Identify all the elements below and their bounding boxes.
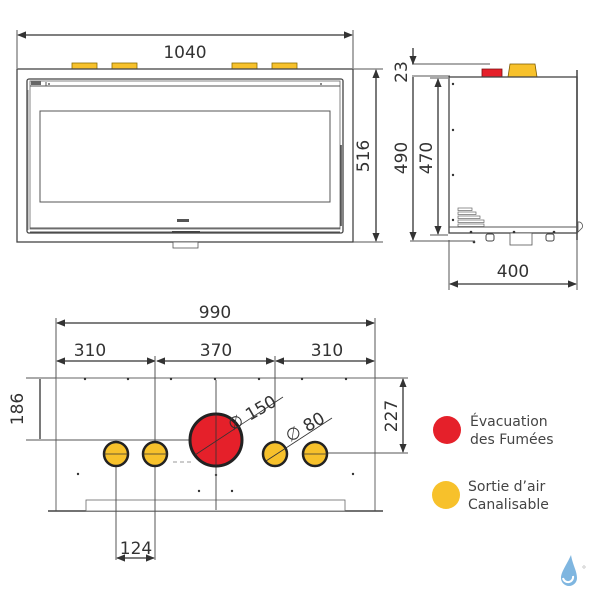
side-view: 23 490 470 [392,48,583,290]
air-outlet-top [231,62,258,70]
fireplace-glass [39,110,331,203]
legend-air-line2: Canalisable [468,497,549,513]
top-view: 990 310 370 310 186 [8,303,408,562]
legend-air-swatch [432,481,460,509]
front-width-label: 1040 [163,43,206,63]
top-left-segment-label: 310 [74,341,106,361]
side-body [448,76,578,234]
side-body-height-label: 470 [417,142,437,174]
top-total-width-label: 990 [199,303,231,323]
legend-air-line1: Sortie d’air [468,479,545,495]
top-right-segment-label: 310 [311,341,343,361]
top-left-depth-label: 186 [8,393,28,425]
top-right-depth-label: 227 [382,400,402,432]
legend-flue-line2: des Fumées [470,432,554,448]
air-outlet [301,440,329,468]
front-view: 1040 516 [16,30,383,249]
legend-flue-swatch [433,416,461,444]
brand-drop-logo-icon [561,555,586,586]
fireplace-outer-frame [16,68,354,243]
air-outlet [141,440,169,468]
legend: Évacuation des Fumées Sortie d’air Canal… [432,413,554,513]
outlet-spacing-label: 124 [120,539,152,559]
air-outlet [261,417,333,468]
brand-logo [177,219,189,222]
legend-flue-line1: Évacuation [470,413,548,430]
air-outlet-top [71,62,98,70]
top-center-segment-label: 370 [200,341,232,361]
side-total-height-label: 490 [392,142,412,174]
air-outlet-top [271,62,298,70]
air-outlet-top [111,62,138,70]
flue-outlet-side [481,68,503,78]
front-height-label: 516 [354,140,374,172]
side-depth-label: 400 [497,262,529,282]
air-outlet [102,440,130,468]
air-outlet-side [507,63,538,78]
side-top-offset-label: 23 [392,61,412,83]
